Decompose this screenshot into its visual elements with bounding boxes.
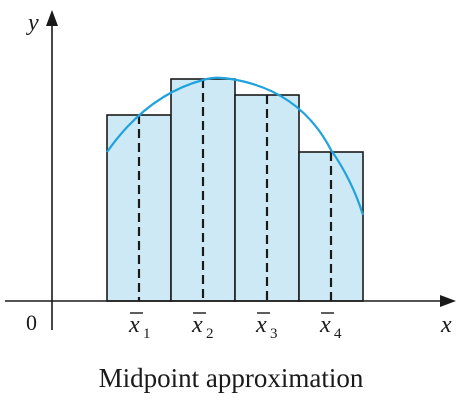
y-axis-arrowhead (46, 10, 58, 26)
midpoint-label-3: x 3 (255, 312, 278, 342)
x-axis-label: x (440, 312, 452, 338)
midpoint-x-4: x (319, 312, 331, 338)
midpoint-subscript-4: 4 (334, 326, 342, 342)
midpoint-x-3: x (255, 312, 267, 338)
midpoint-label-4: x 4 (319, 312, 342, 342)
caption: Midpoint approximation (99, 363, 364, 393)
midpoint-subscript-2: 2 (206, 326, 214, 342)
function-curve (106, 76, 365, 216)
x-axis-arrowhead (440, 295, 456, 307)
midpoint-label-1: x 1 (128, 312, 151, 342)
midpoint-x-1: x (128, 312, 140, 338)
midpoint-lines (137, 79, 333, 301)
midpoint-x-2: x (191, 312, 203, 338)
midpoint-subscript-3: 3 (270, 326, 278, 342)
rectangles-group (106, 78, 364, 302)
axes (5, 20, 445, 330)
midpoint-label-2: x 2 (191, 312, 214, 342)
origin-label: 0 (26, 310, 37, 335)
midpoint-subscript-1: 1 (143, 326, 151, 342)
y-axis-label: y (26, 10, 39, 36)
